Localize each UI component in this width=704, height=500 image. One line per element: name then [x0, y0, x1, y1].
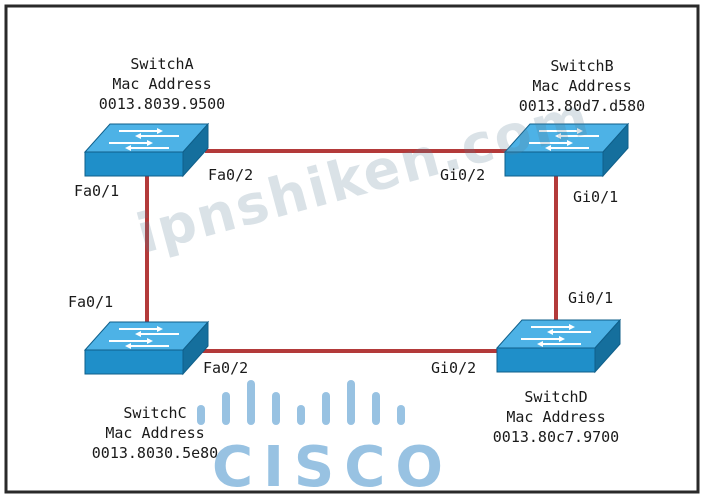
cisco-logo-bars-icon — [197, 380, 405, 425]
cisco-logo-text: CISCO — [212, 435, 453, 500]
switch-c-name: SwitchC — [123, 404, 187, 422]
switch-d-name: SwitchD — [524, 388, 588, 406]
switch-b-icon — [503, 122, 630, 178]
port-label-d-gi0-2: Gi0/2 — [431, 359, 477, 377]
switch-a-icon — [83, 122, 210, 178]
port-label-b-gi0-1: Gi0/1 — [573, 188, 619, 206]
switch-a-name: SwitchA — [130, 55, 194, 73]
port-label-c-fa0-1: Fa0/1 — [68, 293, 114, 311]
switch-a-mac-title: Mac Address — [112, 75, 212, 93]
switch-c-icon — [83, 320, 210, 376]
switch-c-mac: 0013.8030.5e80 — [91, 444, 219, 462]
port-label-c-fa0-2: Fa0/2 — [203, 359, 249, 377]
switch-b-mac: 0013.80d7.d580 — [518, 97, 646, 115]
switch-d-mac: 0013.80c7.9700 — [492, 428, 620, 446]
port-label-b-gi0-2: Gi0/2 — [440, 166, 486, 184]
switch-c-mac-title: Mac Address — [105, 424, 205, 442]
switch-c-label: SwitchC Mac Address 0013.8030.5e80 — [92, 403, 218, 463]
switch-b-name: SwitchB — [550, 57, 614, 75]
port-label-a-fa0-1: Fa0/1 — [74, 182, 120, 200]
switch-d-label: SwitchD Mac Address 0013.80c7.9700 — [493, 387, 619, 447]
switch-d-icon — [495, 318, 622, 374]
switch-a-label: SwitchA Mac Address 0013.8039.9500 — [99, 54, 225, 114]
diagram-border — [4, 4, 700, 494]
switch-a-mac: 0013.8039.9500 — [98, 95, 226, 113]
switch-b-label: SwitchB Mac Address 0013.80d7.d580 — [519, 56, 645, 116]
switch-d-mac-title: Mac Address — [506, 408, 606, 426]
switch-b-mac-title: Mac Address — [532, 77, 632, 95]
port-label-a-fa0-2: Fa0/2 — [208, 166, 254, 184]
port-label-d-gi0-1: Gi0/1 — [568, 289, 614, 307]
